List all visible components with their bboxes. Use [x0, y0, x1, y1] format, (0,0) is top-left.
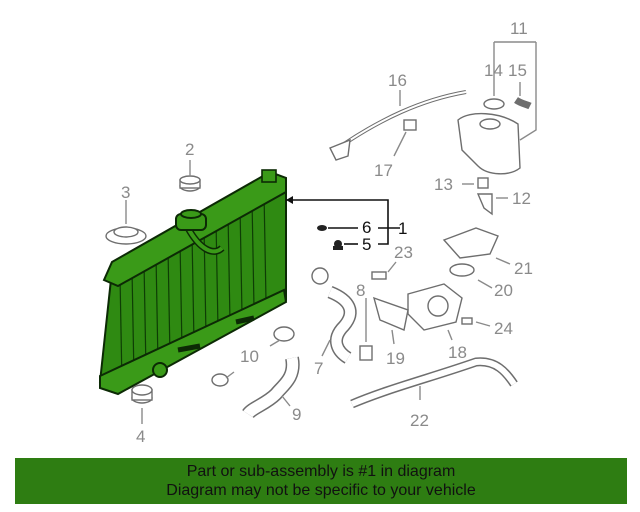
callout-5: 5: [362, 235, 371, 254]
part-17-clip-icon: [403, 119, 417, 131]
callout-4: 4: [136, 427, 145, 446]
part-23-sensor-icon: [371, 271, 387, 280]
part-24-sensor-icon: [461, 317, 473, 325]
callout-15: 15: [508, 61, 527, 80]
part-15-hose-icon: [514, 97, 532, 110]
callout-1: 1: [398, 219, 407, 238]
callout-14: 14: [484, 61, 503, 80]
callout-20: 20: [494, 281, 513, 300]
part-21-outlet-icon: [442, 227, 499, 259]
callout-2: 2: [185, 140, 194, 159]
callout-9: 9: [292, 405, 301, 424]
part-11-reservoir-icon: [457, 112, 521, 175]
part-20-thermostat-icon: [449, 263, 475, 277]
part-13-cap-icon: [477, 177, 489, 189]
callout-8: 8: [356, 281, 365, 300]
part-2-cap-icon: [179, 175, 201, 192]
part-12-bracket-icon: [476, 193, 493, 216]
part-7-hose-icon: [311, 267, 357, 364]
callout-24: 24: [494, 319, 513, 338]
radiator-part[interactable]: [98, 169, 288, 396]
callout-21: 21: [514, 259, 533, 278]
part-10-clamp-icon: [211, 326, 295, 387]
parts-diagram: 2 3 4 1 6 5 7 8 9: [98, 19, 537, 446]
callout-6: 6: [362, 218, 371, 237]
part-8-sensor-icon: [359, 345, 373, 361]
callout-19: 19: [386, 349, 405, 368]
part-9-hose-icon: [242, 356, 300, 419]
callout-7: 7: [314, 359, 323, 378]
part-14-reservoir-cap-icon: [483, 98, 505, 110]
part-3-radiator-cap-icon: [105, 226, 147, 245]
callout-10: 10: [240, 347, 259, 366]
part-18-housing-icon: [407, 283, 463, 331]
part-4-bushing-icon: [131, 384, 153, 404]
banner-line-1: Part or sub-assembly is #1 in diagram: [186, 463, 456, 480]
callout-16: 16: [388, 71, 407, 90]
callout-18: 18: [448, 343, 467, 362]
callout-17: 17: [374, 161, 393, 180]
callout-3: 3: [121, 183, 130, 202]
info-banner: Part or sub-assembly is #1 in diagram Di…: [15, 458, 627, 504]
callout-13: 13: [434, 175, 453, 194]
part-19-bracket-icon: [372, 296, 409, 331]
callout-11: 11: [510, 19, 528, 38]
part-6-clip-icon: [317, 225, 327, 231]
part-16-overflow-hose-icon: [329, 90, 467, 161]
callout-12: 12: [512, 189, 531, 208]
banner-line-2: Diagram may not be specific to your vehi…: [166, 482, 476, 499]
callout-23: 23: [394, 243, 413, 262]
callout-22: 22: [410, 411, 429, 430]
part-5-bolt-icon: [333, 240, 343, 250]
part-22-pipe-icon: [350, 357, 518, 409]
